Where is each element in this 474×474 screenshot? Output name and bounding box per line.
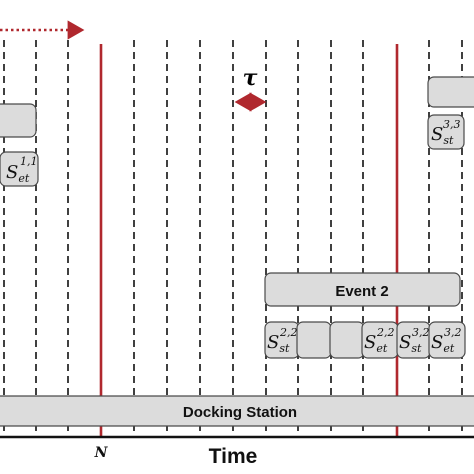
- svg-text:Sst: Sst: [267, 332, 290, 355]
- n-label: N: [94, 445, 109, 461]
- event-3-bar: [427, 76, 474, 108]
- time-slot-grid: [3, 40, 463, 436]
- slot-base: S: [431, 332, 443, 353]
- slot-sup: 3,2: [444, 326, 462, 339]
- svg-text:Set: Set: [364, 332, 388, 355]
- event-1-bar: [0, 103, 37, 138]
- slot-sub: et: [376, 342, 388, 355]
- slot-s-st-32: Sst 3,2: [396, 321, 431, 359]
- time-axis-label: Time: [209, 445, 258, 468]
- docking-station-bar: [0, 395, 474, 427]
- svg-text:Sst: Sst: [431, 124, 454, 147]
- slot-sub: et: [443, 342, 455, 355]
- tau-label: τ: [243, 65, 258, 91]
- slot-s-et-32: Set 3,2: [428, 321, 466, 359]
- slot-base: S: [364, 332, 376, 353]
- slot-s-st-22: Sst 2,2: [264, 321, 300, 359]
- slot-s-et-22: Set 2,2: [361, 321, 399, 359]
- slot-s-et-11: Set 1,1: [0, 151, 39, 187]
- slot-s-st-33: Sst 3,3: [427, 114, 465, 150]
- slot-sup: 2,2: [279, 326, 298, 339]
- slot-sup: 3,2: [412, 326, 430, 339]
- event-2-label: Event 2: [335, 283, 388, 300]
- svg-text:Set: Set: [6, 162, 30, 185]
- svg-text:Set: Set: [431, 332, 455, 355]
- slot-sub: et: [18, 172, 30, 185]
- event-2-bar: [264, 272, 461, 307]
- slot-sup: 2,2: [376, 326, 395, 339]
- slot-sup: 1,1: [20, 155, 38, 168]
- docking-station-label: Docking Station: [183, 404, 297, 421]
- slot-sub: st: [279, 342, 290, 355]
- svg-text:Sst: Sst: [399, 332, 422, 355]
- empty-slot: [296, 321, 332, 359]
- slot-sup: 3,3: [443, 118, 461, 131]
- slot-sub: st: [443, 134, 454, 147]
- slot-base: S: [267, 332, 279, 353]
- slot-base: S: [431, 124, 443, 145]
- empty-slot: [329, 321, 365, 359]
- slot-base: S: [6, 162, 18, 183]
- slot-base: S: [399, 332, 411, 353]
- slot-sub: st: [411, 342, 422, 355]
